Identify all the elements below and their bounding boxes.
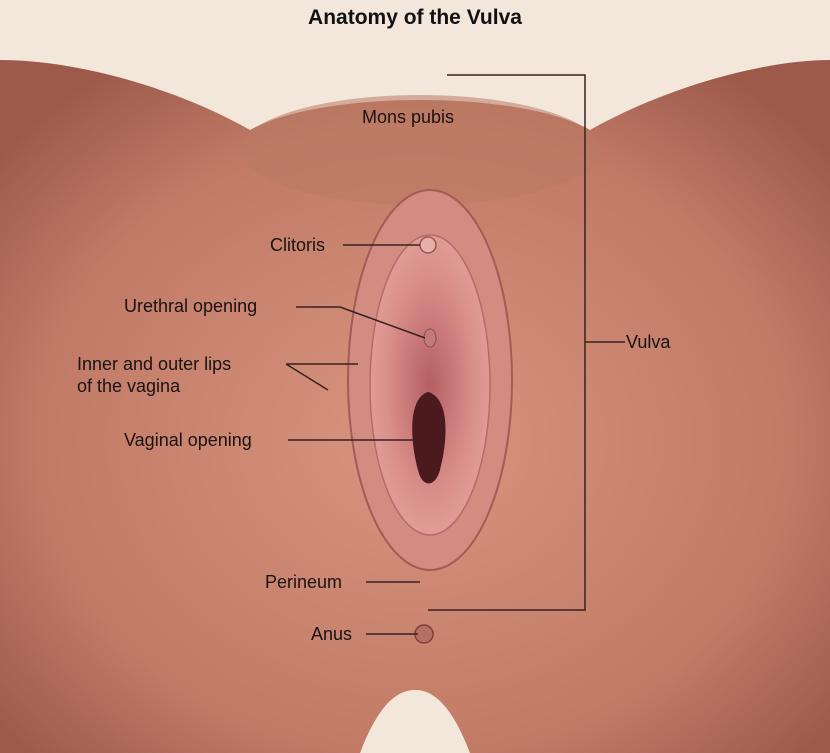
urethral-opening-shape bbox=[423, 328, 437, 348]
clitoris-shape bbox=[419, 236, 437, 254]
label-vaginal-opening: Vaginal opening bbox=[124, 430, 252, 450]
label-clitoris: Clitoris bbox=[270, 235, 326, 255]
label-urethral-opening: Urethral opening bbox=[124, 296, 258, 316]
label-lips-line2: of the vagina bbox=[77, 376, 181, 396]
vaginal-opening-shape bbox=[412, 392, 446, 484]
label-perineum: Perineum bbox=[265, 572, 343, 592]
mons-pubis-region bbox=[240, 95, 600, 205]
label-lips-line1: Inner and outer lips bbox=[77, 354, 232, 374]
leader-lines bbox=[285, 74, 625, 635]
label-anus: Anus bbox=[311, 624, 353, 644]
diagram-title: Anatomy of the Vulva bbox=[308, 6, 522, 29]
label-mons-pubis: Mons pubis bbox=[362, 107, 455, 127]
label-vulva: Vulva bbox=[626, 332, 671, 352]
inner-lips-shape bbox=[369, 234, 491, 536]
